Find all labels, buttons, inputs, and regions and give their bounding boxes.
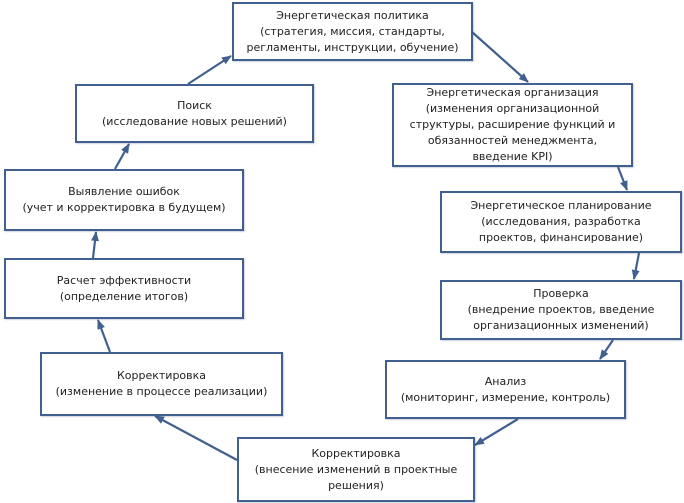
node-title: Анализ [484,374,527,388]
node-title: Корректировка [116,369,207,382]
node-title: Выявление ошибок [68,185,180,198]
node-error-detection: Выявление ошибок (учет и корректировка в… [4,169,244,231]
node-efficiency-calculation: Расчет эффективности (определение итогов… [4,258,244,319]
node-detail-line: обязанностей менеджмента, [427,134,598,147]
node-energy-planning: Энергетическое планирование (исследовани… [440,191,682,253]
node-detail-line: (внесение изменений в проектные [254,462,458,476]
node-detail-line: (исследование новых решений) [102,114,287,128]
node-detail-line: (учет и корректировка в будущем) [22,201,226,214]
arrow-analiz-to-korrektirovka-proekt [474,418,519,446]
node-detail-line: проектов, финансирование) [478,231,644,244]
arrow-korrektirovka-proekt-to-korrektirovka-realizatsiya [154,415,238,461]
node-energy-organization: Энергетическая организация (изменения ор… [392,83,633,167]
arrow-raschet-to-vyyavlenie [90,231,99,259]
node-title: Проверка [533,287,589,300]
node-title: Энергетическая политика [276,8,429,22]
node-title: Расчет эффективности [56,273,192,287]
arrow-korrektirovka-realizatsiya-to-raschet [96,319,112,353]
node-detail-line: (изменение в процессе реализации) [55,385,268,398]
arrow-poisk-to-politika [187,55,232,85]
node-search: Поиск (исследование новых решений) [75,84,314,143]
node-title: Поиск [177,98,212,112]
node-title: Энергетическая организация [426,86,599,99]
node-correction-project: Корректировка (внесение изменений в прое… [237,437,475,502]
node-detail-line: (мониторинг, измерение, контроль) [400,390,611,404]
node-energy-policy: Энергетическая политика (стратегия, мисс… [232,2,473,61]
arrow-vyyavlenie-to-poisk [114,143,130,170]
node-detail-line: введение KPI) [472,150,553,163]
node-title: Корректировка [311,446,401,460]
node-detail-line: (исследования, разработка [481,215,641,228]
node-detail-line: (изменения организационной [425,102,600,115]
node-detail-line: (определение итогов) [59,289,189,303]
node-title: Энергетическое планирование [470,199,652,212]
node-detail-line: регламенты, инструкции, обучение) [246,40,459,54]
arrow-politika-to-organizatsiya [471,31,529,83]
arrow-planirovanie-to-proverka [631,252,641,280]
node-verification: Проверка (внедрение проектов, введение о… [440,280,682,340]
arrow-proverka-to-analiz [599,339,614,360]
node-analysis: Анализ (мониторинг, измерение, контроль) [385,360,626,419]
arrow-organizatsiya-to-planirovanie [616,166,629,191]
node-detail-line: организационных изменений) [473,319,649,332]
node-detail-line: решения) [328,478,384,492]
node-detail-line: (стратегия, миссия, стандарты, [260,24,445,38]
node-detail-line: (внедрение проектов, введение [467,303,655,316]
node-detail-line: структуры, расширение функций и [409,118,616,131]
node-correction-implementation: Корректировка (изменение в процессе реал… [40,352,283,416]
